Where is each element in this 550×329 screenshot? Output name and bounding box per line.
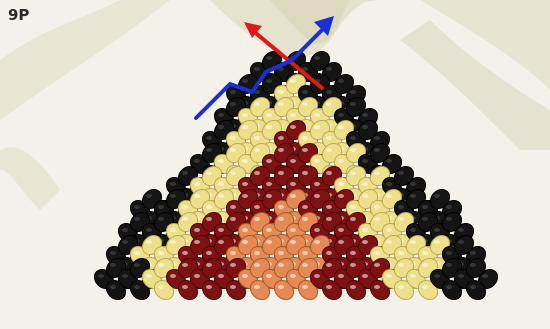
red-arrow-icon <box>244 22 322 88</box>
blue-arrow-icon <box>196 16 334 118</box>
step-label: 9P <box>8 6 29 24</box>
